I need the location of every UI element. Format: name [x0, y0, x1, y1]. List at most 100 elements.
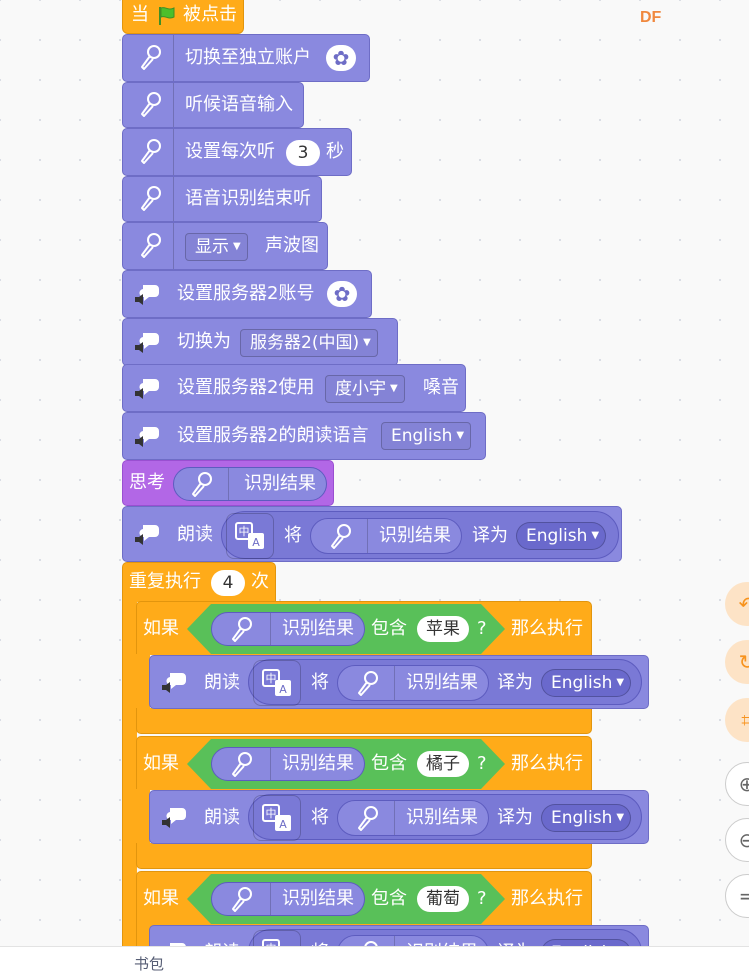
microphone-icon — [127, 83, 174, 127]
speak-translate-block[interactable]: 朗读 中A 将 识别结果 译为 English▼ — [149, 925, 649, 946]
speaker-icon — [127, 319, 165, 365]
chevron-down-icon: ▼ — [616, 812, 625, 823]
block-text-after: 次 — [251, 571, 269, 592]
yiwei-label: 译为 — [472, 525, 508, 546]
target-language-dropdown[interactable]: English▼ — [516, 522, 607, 550]
gear-icon[interactable]: ✿ — [327, 281, 357, 307]
clean-up-button[interactable]: ⌗ — [725, 698, 749, 742]
block-text: 切换至独立账户 — [185, 47, 311, 68]
reset-zoom-button[interactable]: = — [725, 874, 749, 918]
switch-account-block[interactable]: 切换至独立账户 ✿ — [122, 34, 370, 82]
block-text: 听候语音输入 — [185, 94, 293, 115]
repeat-block[interactable]: 重复执行 4 次 — [122, 562, 276, 602]
df-logo: DF — [640, 9, 662, 26]
dropdown-value: English — [526, 526, 588, 546]
recognition-result-reporter[interactable]: 识别结果 — [337, 800, 489, 836]
svg-text:中: 中 — [266, 807, 277, 820]
equals-icon: = — [738, 884, 749, 908]
contains-label: 包含 — [371, 753, 407, 774]
reporter-label: 识别结果 — [282, 888, 354, 909]
chevron-down-icon: ▼ — [456, 430, 465, 441]
repeat-count-input[interactable]: 4 — [211, 570, 245, 596]
if-block[interactable]: 如果 识别结果 包含 橘子 ? 那么执行 — [136, 736, 592, 790]
language-dropdown[interactable]: English▼ — [381, 422, 472, 450]
microphone-icon — [127, 35, 174, 81]
target-language-dropdown[interactable]: English▼ — [541, 669, 632, 697]
reporter-divider — [394, 936, 395, 946]
question-label: ? — [477, 888, 487, 909]
reporter-label: 识别结果 — [406, 807, 478, 828]
recognition-result-reporter[interactable]: 识别结果 — [211, 747, 365, 781]
set-server2-language-block[interactable]: 设置服务器2的朗读语言 English▼ — [122, 412, 486, 460]
recognition-result-reporter[interactable]: 识别结果 — [211, 882, 365, 916]
recognition-result-reporter[interactable]: 识别结果 — [337, 935, 489, 946]
show-waveform-block[interactable]: 显示▼ 声波图 — [122, 222, 328, 270]
switch-server-block[interactable]: 切换为 服务器2(中国)▼ — [122, 318, 398, 366]
target-language-dropdown[interactable]: English▼ — [541, 939, 632, 946]
speaker-icon — [154, 656, 192, 708]
crop-icon: ⌗ — [741, 708, 749, 732]
stop-listening-block[interactable]: 语音识别结束听 — [122, 176, 322, 222]
contains-value-input[interactable]: 苹果 — [417, 616, 469, 642]
block-text-after: 嗓音 — [423, 377, 459, 398]
backpack-bar[interactable]: 书包 — [0, 946, 749, 977]
contains-value-input[interactable]: 葡萄 — [417, 886, 469, 912]
zoom-in-button[interactable]: ⊕ — [725, 762, 749, 806]
redo-icon: ↻ — [738, 650, 749, 674]
if-block[interactable]: 如果 识别结果 包含 苹果 ? 那么执行 — [136, 601, 592, 655]
then-label: 那么执行 — [511, 618, 583, 639]
redo-button[interactable]: ↻ — [725, 640, 749, 684]
chevron-down-icon: ▼ — [363, 337, 371, 348]
zoom-out-button[interactable]: ⊖ — [725, 818, 749, 862]
yiwei-label: 译为 — [497, 672, 533, 693]
jiang-label: 将 — [311, 807, 329, 828]
recognition-result-reporter[interactable]: 识别结果 — [211, 612, 365, 646]
server-dropdown[interactable]: 服务器2(中国)▼ — [240, 329, 378, 357]
block-text: 朗读 — [204, 807, 240, 828]
chevron-down-icon: ▼ — [616, 677, 625, 688]
show-dropdown[interactable]: 显示▼ — [185, 233, 248, 261]
target-language-dropdown[interactable]: English▼ — [541, 804, 632, 832]
listen-voice-block[interactable]: 听候语音输入 — [122, 82, 304, 128]
recognition-result-reporter[interactable]: 识别结果 — [310, 518, 462, 554]
microphone-icon — [226, 750, 256, 784]
contains-condition[interactable]: 识别结果 包含 橘子 ? — [187, 739, 505, 789]
recognition-result-reporter[interactable]: 识别结果 — [337, 665, 489, 701]
think-block[interactable]: 思考 识别结果 — [122, 460, 334, 506]
set-server2-account-block[interactable]: 设置服务器2账号 ✿ — [122, 270, 372, 318]
undo-button[interactable]: ↶ — [725, 582, 749, 626]
reporter-divider — [394, 666, 395, 700]
question-label: ? — [477, 618, 487, 639]
contains-label: 包含 — [371, 888, 407, 909]
code-canvas[interactable]: DF 当 被点击 切换至独立账户 ✿ 听候语音输入 设置每次听 3 秒 — [0, 0, 749, 946]
hat-label-before: 当 — [131, 4, 149, 25]
reporter-label: 识别结果 — [406, 672, 478, 693]
svg-text:A: A — [279, 818, 287, 831]
undo-icon: ↶ — [738, 592, 749, 616]
seconds-input[interactable]: 3 — [286, 140, 320, 166]
set-listen-seconds-block[interactable]: 设置每次听 3 秒 — [122, 128, 352, 176]
microphone-icon — [325, 522, 355, 556]
recognition-result-reporter[interactable]: 识别结果 — [173, 467, 327, 501]
translate-reporter[interactable]: 中A 将 识别结果 译为 English▼ — [248, 929, 642, 946]
if-block-arm — [136, 789, 150, 859]
svg-text:A: A — [252, 536, 260, 549]
block-text: 切换为 — [177, 331, 231, 352]
when-flag-clicked-block[interactable]: 当 被点击 — [122, 0, 244, 34]
contains-condition[interactable]: 识别结果 包含 葡萄 ? — [187, 874, 505, 924]
contains-condition[interactable]: 识别结果 包含 苹果 ? — [187, 604, 505, 654]
dropdown-value: 服务器2(中国) — [250, 333, 360, 353]
microphone-icon — [127, 177, 174, 221]
if-label: 如果 — [143, 753, 179, 774]
voice-dropdown[interactable]: 度小宇▼ — [325, 375, 405, 403]
contains-value-input[interactable]: 橘子 — [417, 751, 469, 777]
gear-icon[interactable]: ✿ — [326, 45, 356, 71]
reporter-label: 识别结果 — [282, 753, 354, 774]
set-server2-voice-block[interactable]: 设置服务器2使用 度小宇▼ 嗓音 — [122, 364, 466, 412]
